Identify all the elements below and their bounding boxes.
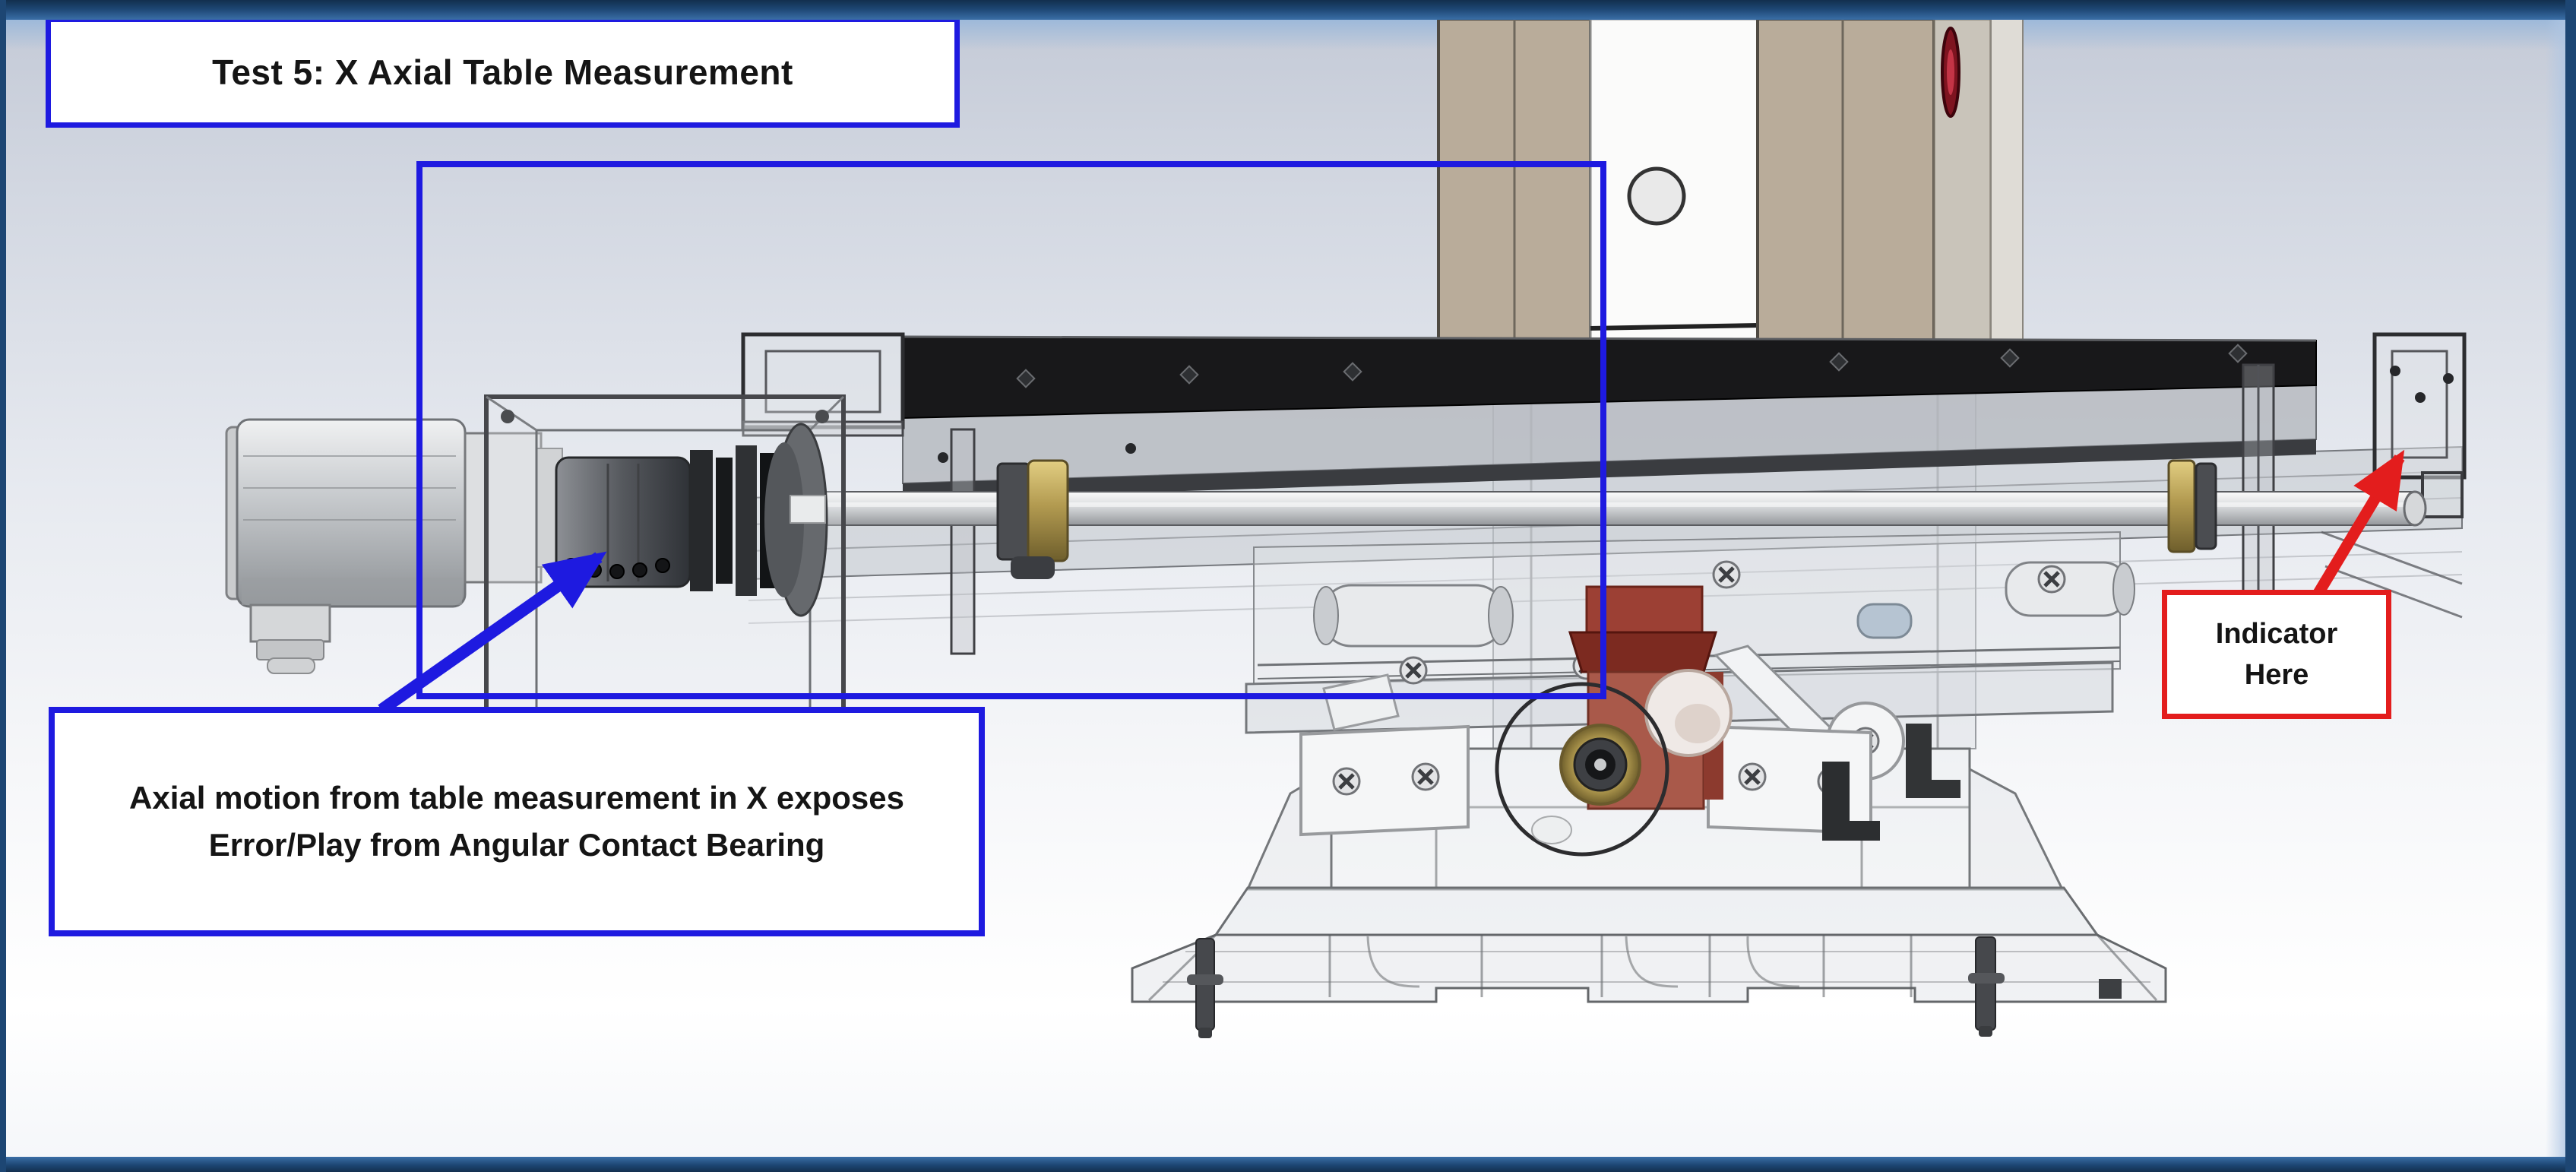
indicator-line-1: Indicator (2215, 618, 2338, 650)
indicator-line-2: Here (2244, 659, 2309, 691)
leadscrew-nut-left (996, 459, 1069, 579)
base-foot (2099, 979, 2122, 999)
frame-top-border (0, 0, 2576, 20)
title-text: Test 5: X Axial Table Measurement (212, 52, 793, 92)
base-anchor-bolt-left (1187, 938, 1223, 1038)
y-axis-gearbox (1568, 585, 1733, 810)
saddle-plate-left (1299, 724, 1470, 837)
indicator-box: Indicator Here (2162, 590, 2391, 719)
frame-right-glow (2546, 0, 2565, 1172)
leadscrew-nut-right (2167, 459, 2217, 553)
title-box: Test 5: X Axial Table Measurement (46, 17, 960, 128)
table-top-plate (902, 335, 2317, 420)
note-line-2: Error/Play from Angular Contact Bearing (208, 827, 825, 863)
frame-right-border (2565, 0, 2576, 1172)
note-box: Axial motion from table measurement in X… (49, 707, 985, 936)
leadscrew (803, 459, 2427, 579)
clamp-bracket (1822, 762, 1880, 841)
frame-bottom-border (0, 1157, 2576, 1172)
y-leadscrew-bearing (1495, 682, 1669, 857)
note-line-1: Axial motion from table measurement in X… (129, 780, 904, 816)
x-axis-table (741, 332, 2467, 667)
saddle (1245, 531, 2135, 841)
table-right-bracket (2372, 332, 2467, 518)
frame-left-border (0, 0, 6, 1172)
highlight-rectangle (416, 161, 1606, 699)
angular-contact-bearing (690, 445, 778, 596)
clamp-bracket (1906, 724, 1960, 798)
base-anchor-bolt-right (1968, 936, 2005, 1037)
column-hole (1627, 166, 1686, 226)
